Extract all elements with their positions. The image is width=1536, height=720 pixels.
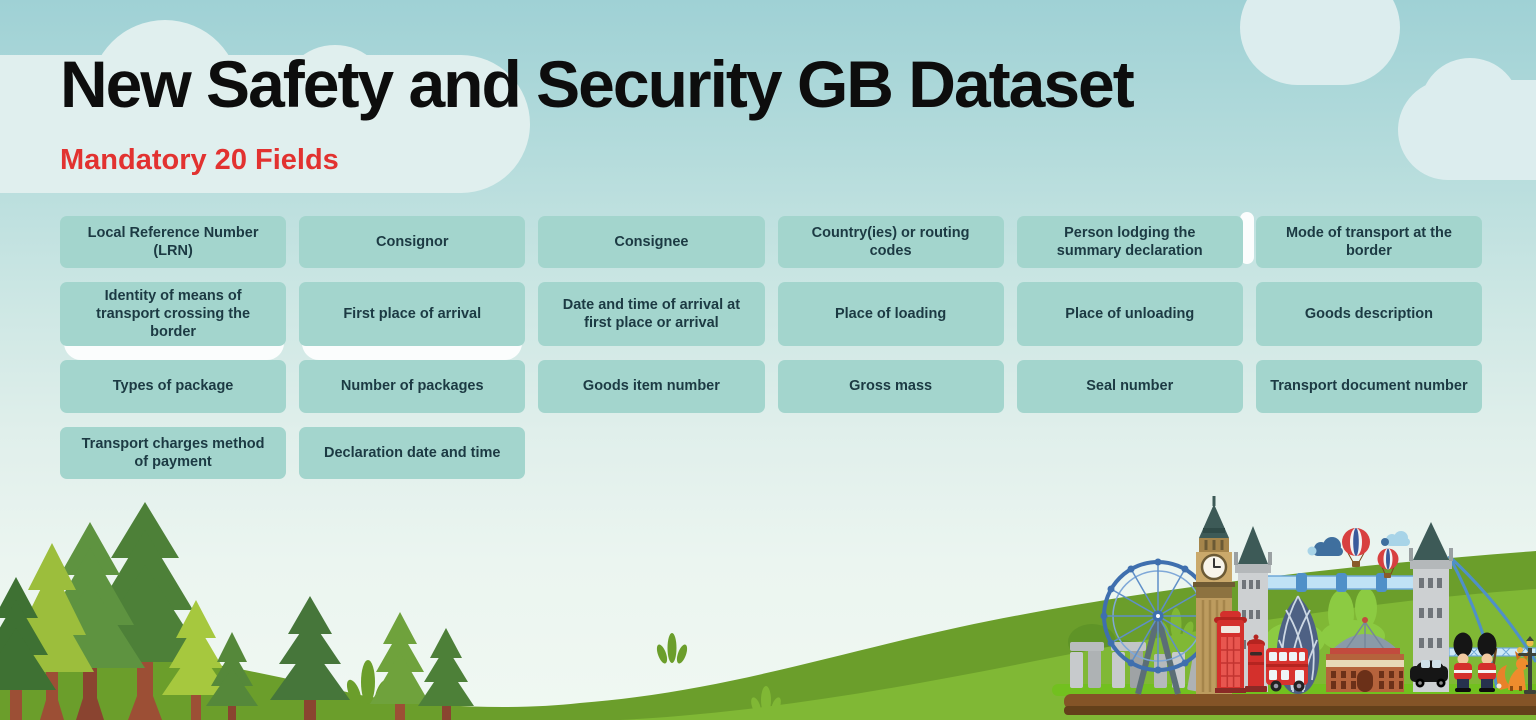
black-cab-icon [1410,660,1448,688]
cloud-sliver-between-cards [1240,212,1254,264]
red-telephone-box-icon [1214,611,1247,693]
post-box-icon [1245,634,1267,692]
small-cloud-icon [1307,537,1343,556]
field-card: Seal number [1016,360,1243,413]
field-card: Goods item number [538,360,765,413]
field-card: Person lodging the summary declaration [1016,216,1243,268]
field-card: Local Reference Number (LRN) [60,216,287,268]
page-subtitle: Mandatory 20 Fields [60,144,339,176]
field-card: Goods description [1255,282,1482,346]
big-ben-icon [1193,496,1235,694]
pine-tree [162,600,230,720]
royal-albert-hall-icon [1326,617,1404,692]
mandatory-fields-grid: Local Reference Number (LRN) Consignor C… [60,216,1482,479]
field-card: Declaration date and time [299,427,526,479]
cloud-top-left [0,55,530,193]
grass-tuft [656,633,688,664]
hot-air-balloon-icon [1377,548,1399,578]
street-lamp-icon [1517,636,1536,694]
pine-tree [270,596,350,720]
pine-tree [370,612,430,720]
field-card: Place of unloading [1016,282,1243,346]
field-card: Transport charges method of payment [60,427,287,479]
page-title: New Safety and Security GB Dataset [60,47,1135,121]
field-card: Country(ies) or routing codes [777,216,1004,268]
field-card: Mode of transport at the border [1255,216,1482,268]
queens-guard-icon [1477,632,1498,692]
cloud-top-left-bump [90,20,240,170]
field-card: Transport document number [1255,360,1482,413]
pine-tree [0,577,56,720]
field-card: Types of package [60,360,287,413]
queens-guard-icon [1453,632,1473,692]
field-card: Consignor [299,216,526,268]
field-card: Date and time of arrival at first place … [538,282,765,346]
double-decker-bus-icon [1266,648,1308,692]
field-card: First place of arrival [299,282,526,346]
stonehenge-icon [1070,642,1206,692]
field-card: Place of loading [777,282,1004,346]
pine-tree [418,628,474,720]
hot-air-balloon-icon [1342,528,1370,567]
field-card: Gross mass [777,360,1004,413]
cloud-right-edge-bump [1420,58,1520,158]
cloud-under-card-row2-b [302,343,522,360]
field-card: Consignee [538,216,765,268]
cloud-under-card-row2-a [64,343,284,360]
cloud-top-left-bump2 [280,45,390,155]
pine-forest-illustration [0,502,474,720]
scenery-illustration [0,496,1536,720]
grass-tuft [751,686,781,715]
pine-tree [206,632,258,720]
field-card: Number of packages [299,360,526,413]
field-card: Identity of means of transport crossing … [60,282,287,346]
small-cloud-icon [1381,531,1410,546]
